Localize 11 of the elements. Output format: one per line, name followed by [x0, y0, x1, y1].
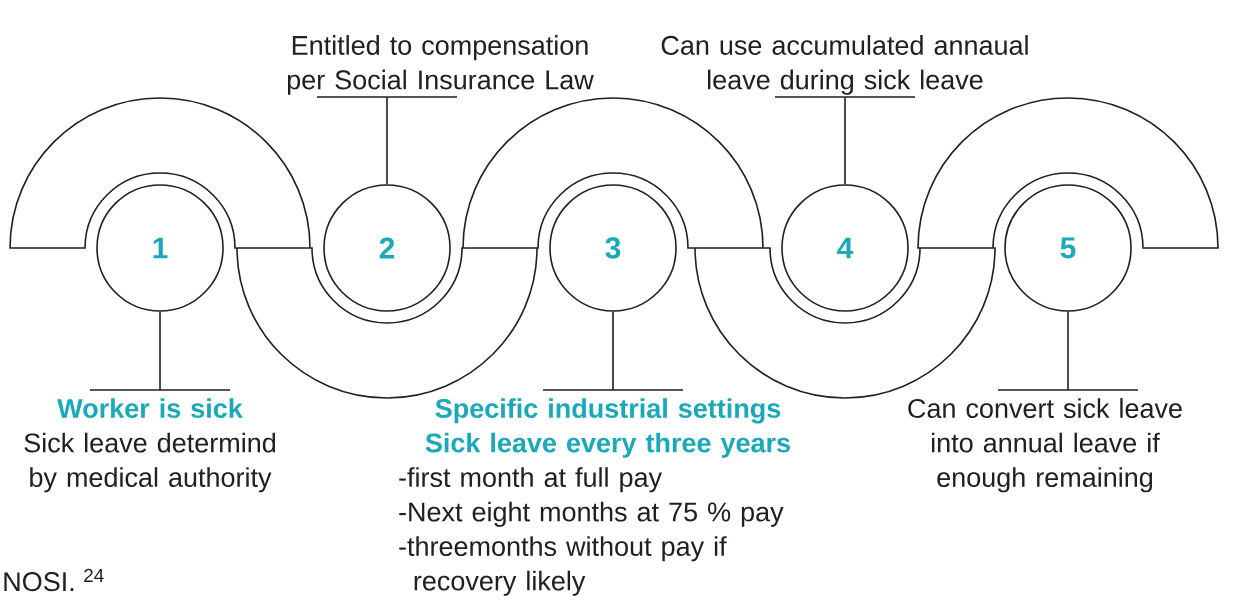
leader-line [997, 311, 1139, 391]
leader-line [774, 96, 916, 185]
description-text: Can convert sick leave into annual leave if enough remaining [908, 398, 1182, 493]
leader-line [89, 311, 231, 391]
description-text: Can use accumulated annaual leave during sick leave [661, 35, 1028, 95]
leader-line [542, 311, 684, 391]
source-note: NOSI. $^{24}$ [4, 568, 104, 592]
description-text: Specific industrial settings Sick leave every three years -first month at full pay -Next eight months at 75 % pay -threemonths without pay if recovery likely [399, 398, 790, 596]
description-text: Entitled to compensation per Social Insurance Law [287, 35, 594, 95]
leader-line [316, 96, 458, 185]
description-text: Worker is sick Sick leave determind by medical authority [24, 398, 276, 493]
